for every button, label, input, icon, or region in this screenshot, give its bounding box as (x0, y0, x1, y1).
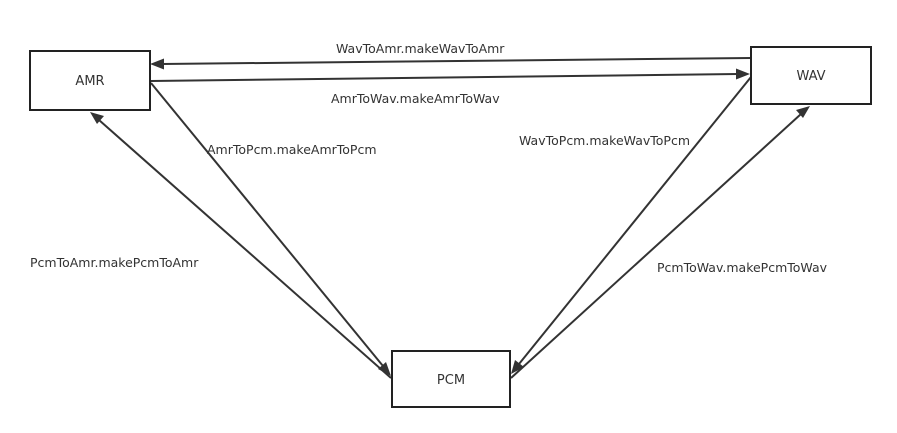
node-pcm-label: PCM (437, 373, 465, 388)
edge-pcm-to-wav-line (510, 113, 802, 379)
edge-pcm-to-wav-arrowhead (796, 106, 810, 118)
node-pcm-box (391, 350, 511, 408)
edge-pcm-to-amr-line (98, 119, 392, 379)
edge-wav-to-pcm-line (518, 76, 752, 365)
edge-amr-to-pcm-line (150, 82, 384, 367)
edge-pcm-to-amr-label: PcmToAmr.makePcmToAmr (30, 255, 199, 270)
edge-amr-to-pcm-arrowhead (378, 362, 391, 376)
node-pcm: PCM (391, 350, 511, 408)
node-wav: WAV (750, 46, 872, 105)
node-wav-box (750, 46, 872, 105)
edge-wav-to-amr-line (161, 57, 752, 65)
edge-pcm-to-amr-arrowhead (90, 112, 104, 124)
edge-amr-to-wav-label: AmrToWav.makeAmrToWav (331, 91, 500, 106)
edge-amr-to-wav-line (150, 73, 739, 82)
edge-pcm-to-wav-label: PcmToWav.makePcmToWav (657, 260, 828, 275)
node-amr-box (29, 50, 151, 111)
edge-wav-to-pcm-arrowhead (511, 360, 524, 374)
node-wav-label: WAV (796, 69, 825, 84)
edge-amr-to-pcm-label: AmrToPcm.makeAmrToPcm (207, 142, 377, 157)
edge-wav-to-pcm-label: WavToPcm.makeWavToPcm (519, 133, 690, 148)
node-amr-label: AMR (75, 74, 104, 89)
node-amr: AMR (29, 50, 151, 111)
edge-wav-to-amr-arrowhead (150, 58, 164, 70)
edge-amr-to-wav-arrowhead (736, 68, 750, 80)
edge-wav-to-amr-label: WavToAmr.makeWavToAmr (336, 41, 505, 56)
